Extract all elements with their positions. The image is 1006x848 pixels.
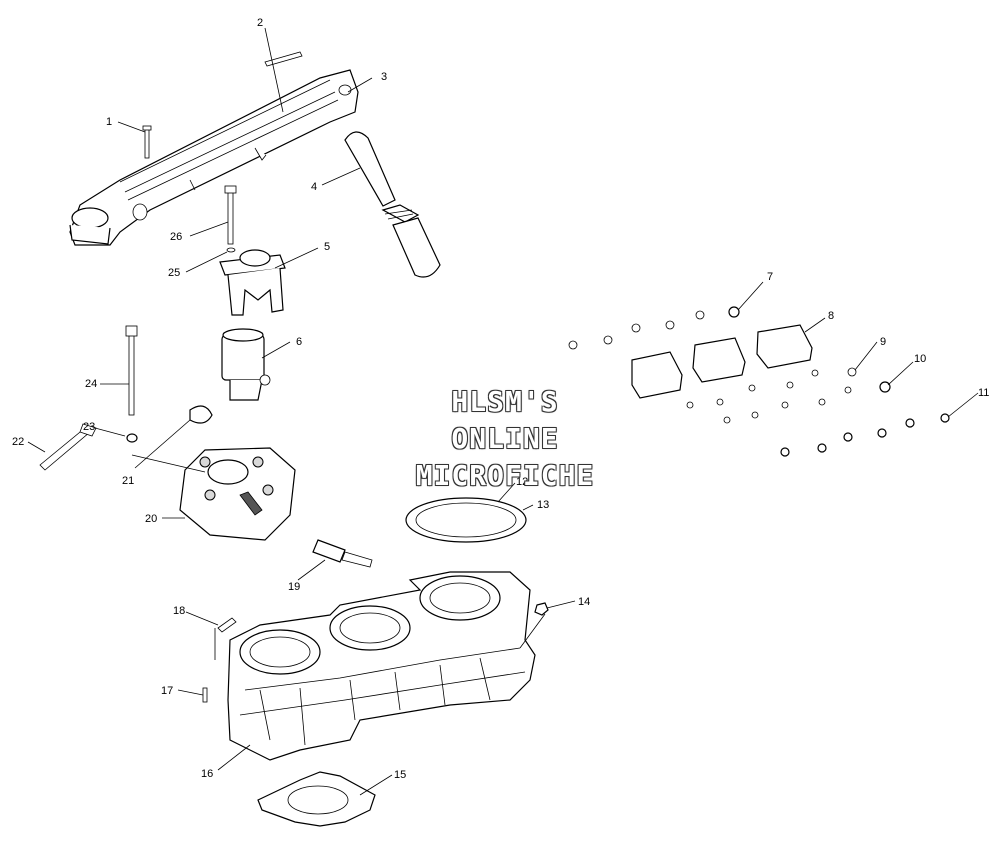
callout-23: 23 <box>83 421 95 433</box>
callout-6: 6 <box>296 336 302 348</box>
callout-19: 19 <box>288 581 300 593</box>
callout-12: 12 <box>516 476 528 488</box>
head-bolt-24-part <box>125 325 138 416</box>
gasket-strip-part <box>264 51 303 67</box>
fuel-hose-part <box>344 131 441 278</box>
sensor-19-part <box>312 539 373 568</box>
watermark-line-1: HLSM'S <box>451 385 559 418</box>
callout-2: 2 <box>257 17 263 29</box>
callout-5: 5 <box>324 241 330 253</box>
base-gasket-bore <box>287 785 349 815</box>
callout-9: 9 <box>880 336 886 348</box>
callout-17: 17 <box>161 685 173 697</box>
callout-18: 18 <box>173 605 185 617</box>
long-bolt-26-part <box>224 185 237 245</box>
callout-21: 21 <box>122 475 134 487</box>
watermark-line-2: ONLINE <box>451 422 559 455</box>
callout-25: 25 <box>168 267 180 279</box>
cylinder-head-part <box>179 447 296 541</box>
callout-11: 11 <box>978 387 989 399</box>
callout-13: 13 <box>537 499 549 511</box>
injector-bracket-part <box>219 249 286 316</box>
nut-14-part <box>534 602 549 616</box>
callout-14: 14 <box>578 596 590 608</box>
link-18-part <box>217 617 237 633</box>
watermark-line-3: MICROFICHE <box>415 459 595 492</box>
callout-4: 4 <box>311 181 317 193</box>
callout-1: 1 <box>106 116 112 128</box>
callout-15: 15 <box>394 769 406 781</box>
leader-lines <box>27 27 979 796</box>
rail-screw-part <box>142 125 152 159</box>
washer-25-part <box>226 247 236 253</box>
callout-8: 8 <box>828 310 834 322</box>
o-ring-12-part <box>415 502 517 538</box>
washer-23-part <box>126 433 138 443</box>
fuel-rail-part <box>69 69 359 246</box>
ignition-coil-part <box>631 324 813 399</box>
callout-3: 3 <box>381 71 387 83</box>
bolt-17-part <box>202 687 208 703</box>
callout-10: 10 <box>914 353 926 365</box>
callout-16: 16 <box>201 768 213 780</box>
callout-20: 20 <box>145 513 157 525</box>
callout-22: 22 <box>12 436 24 448</box>
callout-labels: 1 2 3 4 5 6 7 8 9 10 11 12 13 14 15 16 1… <box>12 17 989 781</box>
callout-7: 7 <box>767 271 773 283</box>
small-gasket-21-part <box>189 405 213 424</box>
cylinder-block-part <box>227 571 536 761</box>
callout-24: 24 <box>85 378 97 390</box>
pin-22-part <box>39 423 97 471</box>
callout-26: 26 <box>170 231 182 243</box>
injector-part <box>221 328 271 401</box>
coil-hardware-part <box>568 306 950 457</box>
